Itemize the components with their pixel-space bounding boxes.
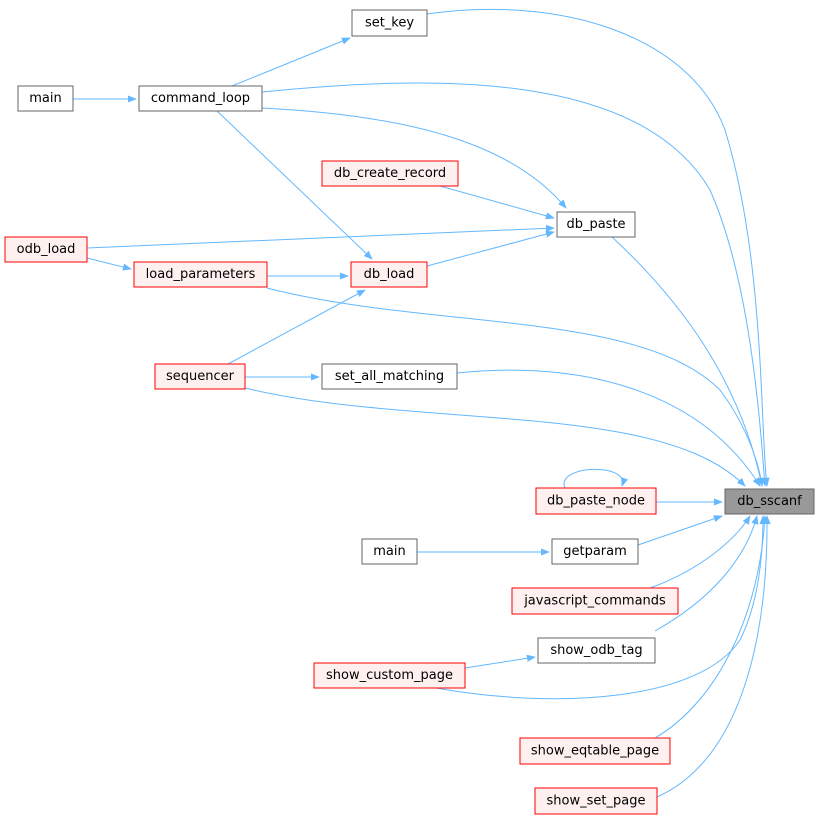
node-label: javascript_commands [523, 594, 666, 609]
node-box[interactable] [321, 363, 458, 390]
edge-sequencer-to-db_load [227, 289, 366, 365]
node-label: set_key [365, 16, 414, 31]
edge-db_paste_node-to-db_paste_node [563, 468, 628, 489]
node-label: getparam [563, 544, 627, 559]
node-show-eqtable-page[interactable]: show_eqtable_page [519, 737, 671, 765]
node-db-create-record[interactable]: db_create_record [321, 160, 459, 187]
node-label: sequencer [166, 369, 235, 384]
edges-layer [73, 8, 771, 798]
edge-javascript_commands-to-db_sscanf [649, 515, 751, 589]
edge-db_create_record-to-db_paste [439, 185, 555, 220]
node-show-set-page[interactable]: show_set_page [534, 787, 658, 815]
node-load-parameters[interactable]: load_parameters [133, 261, 268, 288]
edge-odb_load-to-db_paste [86, 224, 555, 249]
node-box[interactable] [551, 538, 639, 565]
node-main2[interactable]: main [361, 538, 418, 565]
edge-set_key-to-db_sscanf [426, 8, 770, 487]
node-box[interactable] [350, 261, 428, 288]
node-box[interactable] [154, 363, 246, 390]
node-label: load_parameters [146, 267, 256, 282]
node-label: main [373, 544, 405, 559]
edge-sequencer-to-db_sscanf [244, 387, 746, 487]
node-db-paste-node[interactable]: db_paste_node [535, 487, 657, 515]
edge-command_loop-to-db_paste [261, 107, 567, 209]
edge-show_custom_page-to-show_odb_tag [464, 654, 536, 669]
edge-set_all_matching-to-db_sscanf [456, 369, 761, 487]
edge-show_set_page-to-db_sscanf [656, 515, 771, 798]
node-box[interactable] [321, 160, 459, 187]
node-label: show_custom_page [326, 668, 453, 683]
node-box[interactable] [133, 261, 268, 288]
node-label: show_odb_tag [550, 643, 642, 658]
node-label: main [29, 91, 61, 106]
node-label: db_paste [566, 217, 625, 232]
edge-show_custom_page-to-db_sscanf [435, 515, 767, 700]
node-box[interactable] [17, 85, 74, 112]
node-box[interactable] [138, 85, 263, 112]
node-set-all-matching[interactable]: set_all_matching [321, 363, 458, 390]
edge-getparam-to-db_sscanf [637, 515, 723, 546]
node-show-custom-page[interactable]: show_custom_page [313, 662, 466, 689]
node-label: db_create_record [334, 166, 446, 181]
node-box[interactable] [4, 236, 88, 263]
node-label: db_sscanf [737, 494, 802, 509]
node-sequencer[interactable]: sequencer [154, 363, 246, 390]
node-box[interactable] [313, 662, 466, 689]
edge-db_load-to-db_paste [426, 230, 555, 267]
node-odb-load[interactable]: odb_load [4, 236, 88, 263]
node-db-paste[interactable]: db_paste [556, 211, 636, 238]
node-label: odb_load [17, 242, 76, 257]
node-box[interactable] [351, 9, 428, 37]
node-box[interactable] [537, 637, 656, 664]
edge-odb_load-to-load_parameters [86, 257, 132, 271]
node-box[interactable] [556, 211, 636, 238]
node-label: command_loop [151, 91, 250, 106]
node-label: db_load [364, 267, 415, 282]
node-box[interactable] [534, 787, 658, 815]
node-main1[interactable]: main [17, 85, 74, 112]
node-label: show_eqtable_page [531, 744, 659, 759]
node-getparam[interactable]: getparam [551, 538, 639, 565]
node-label: show_set_page [547, 794, 646, 809]
node-show-odb-tag[interactable]: show_odb_tag [537, 637, 656, 664]
node-set-key[interactable]: set_key [351, 9, 428, 37]
node-command-loop[interactable]: command_loop [138, 85, 263, 112]
node-box[interactable] [519, 737, 671, 765]
node-box[interactable] [511, 587, 679, 615]
node-box[interactable] [361, 538, 418, 565]
node-box[interactable] [535, 487, 657, 515]
node-javascript-commands[interactable]: javascript_commands [511, 587, 679, 615]
edge-show_odb_tag-to-db_sscanf [654, 515, 759, 632]
edge-db_paste-to-db_sscanf [611, 236, 764, 487]
node-label: db_paste_node [547, 494, 645, 509]
edge-show_eqtable_page-to-db_sscanf [654, 515, 769, 739]
edge-command_loop-to-db_sscanf [261, 82, 768, 487]
node-db-sscanf[interactable]: db_sscanf [724, 488, 815, 515]
node-db-load[interactable]: db_load [350, 261, 428, 288]
edge-command_loop-to-db_load [216, 110, 373, 260]
edge-load_parameters-to-db_sscanf [266, 287, 765, 487]
edge-command_loop-to-set_key [231, 37, 351, 87]
node-box[interactable] [724, 488, 815, 515]
node-label: set_all_matching [335, 369, 444, 384]
